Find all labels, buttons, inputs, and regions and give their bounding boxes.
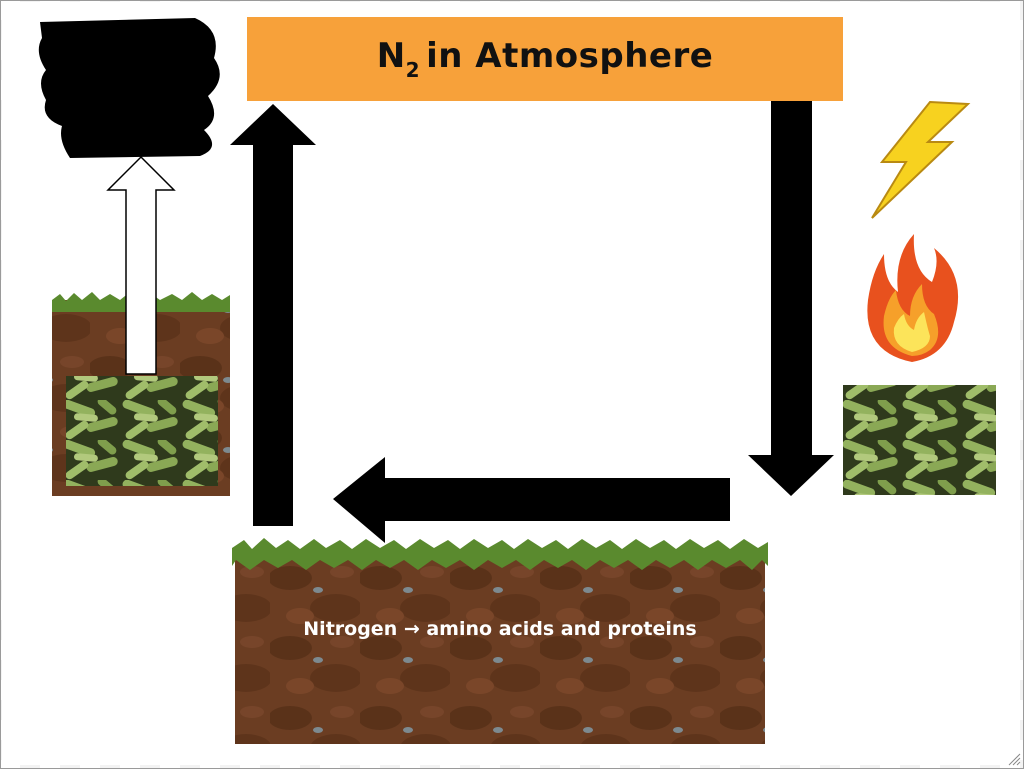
silhouette-icon	[38, 18, 220, 158]
title-main: N	[376, 36, 406, 76]
title-subscript: 2	[405, 58, 421, 82]
resize-grip-icon[interactable]	[1007, 752, 1021, 766]
title-rest: in Atmosphere	[426, 36, 714, 76]
flame-icon	[867, 234, 959, 362]
soil-icon	[232, 538, 768, 744]
arrow-up	[230, 104, 316, 526]
lightning-icon	[871, 100, 971, 219]
bacteria-icon	[66, 376, 218, 486]
bacteria-icon-right	[843, 385, 996, 495]
arrow-left	[333, 457, 730, 543]
arrow-down	[748, 100, 834, 496]
soil-label: Nitrogen → amino acids and proteins	[303, 618, 697, 640]
white-arrow-up	[106, 155, 176, 375]
